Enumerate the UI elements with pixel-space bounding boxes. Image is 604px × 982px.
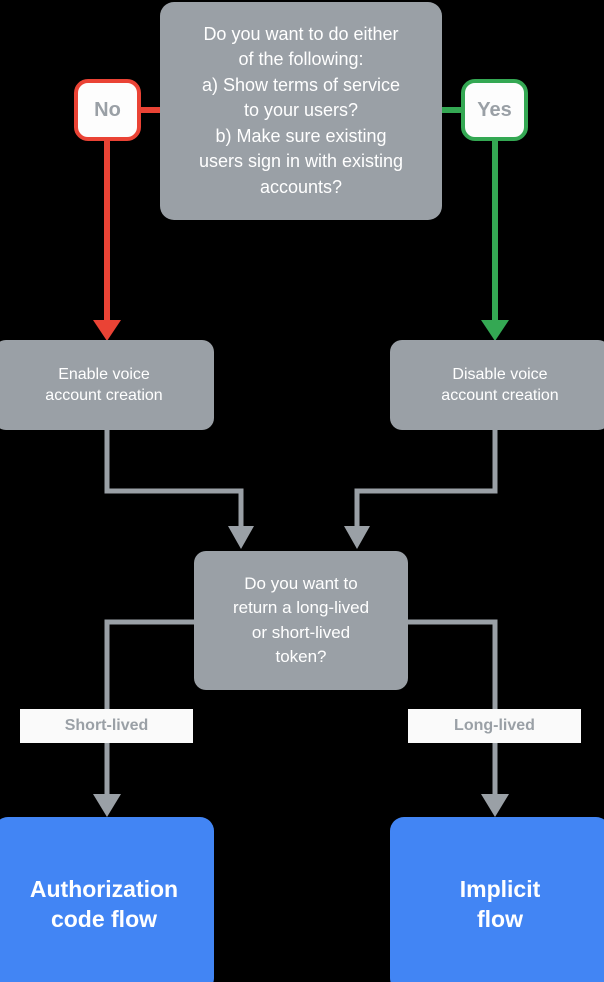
question-2-text: Do you want to return a long-lived or sh… (232, 574, 370, 666)
question-1-text: Do you want to do either of the followin… (198, 23, 404, 197)
badge-yes-label: Yes (477, 98, 512, 121)
edge-enable-to-q2 (104, 430, 244, 528)
enable-voice-text: Enable voice account creation (45, 365, 163, 404)
edge-label-long-lived: Long-lived (408, 709, 581, 743)
question-box-token-lifetime: Do you want to return a long-lived or sh… (194, 551, 408, 690)
arrowhead-q2-to-authorization (93, 794, 121, 817)
arrowhead-q2-to-implicit (481, 794, 509, 817)
node-implicit-flow: Implicit flow (390, 817, 604, 982)
arrowhead-no-to-enable (93, 320, 121, 341)
question-box-terms-of-service: Do you want to do either of the followin… (160, 2, 442, 220)
disable-voice-text: Disable voice account creation (441, 365, 559, 404)
node-disable-voice-account-creation: Disable voice account creation (390, 340, 604, 430)
arrowhead-yes-to-disable (481, 320, 509, 341)
badge-no-label: No (94, 98, 121, 121)
arrowhead-enable-to-q2 (228, 526, 254, 549)
decision-badge-yes[interactable]: Yes (461, 79, 528, 141)
edge-label-short-lived-text: Short-lived (64, 717, 149, 734)
node-authorization-code-flow: Authorization code flow (0, 817, 214, 982)
decision-badge-no[interactable]: No (74, 79, 141, 141)
edge-disable-to-q2 (354, 430, 498, 528)
edge-label-long-lived-text: Long-lived (454, 717, 535, 734)
implicit-flow-text: Implicit flow (459, 876, 541, 932)
edge-label-short-lived: Short-lived (20, 709, 193, 743)
node-enable-voice-account-creation: Enable voice account creation (0, 340, 214, 430)
arrowhead-disable-to-q2 (344, 526, 370, 549)
authorization-code-flow-text: Authorization code flow (29, 876, 179, 932)
